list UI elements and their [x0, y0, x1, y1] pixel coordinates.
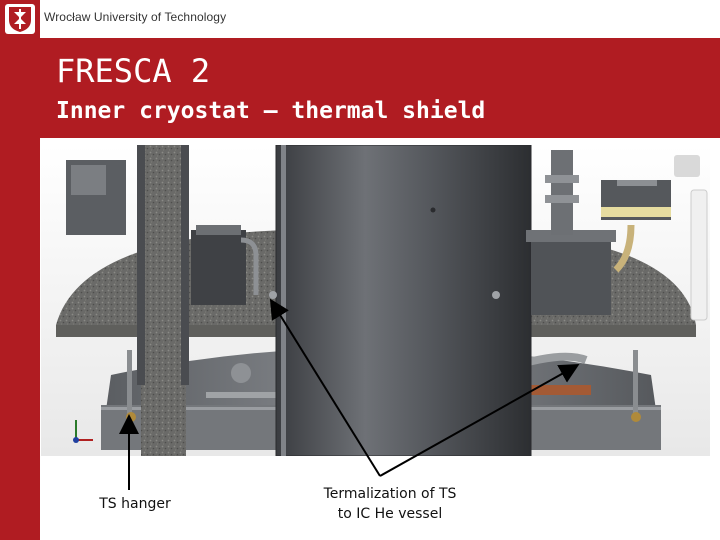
- thermalization-label-line2: to IC He vessel: [337, 506, 443, 522]
- brand-sidebar: [0, 0, 40, 540]
- crest-svg: [9, 7, 31, 32]
- thermalization-caption: Termalization of TS to IC He vessel: [290, 484, 490, 524]
- university-crest-icon: [5, 4, 35, 34]
- ts-hanger-label: TS hanger: [99, 496, 171, 512]
- title-band: [40, 38, 720, 138]
- ts-hanger-caption: TS hanger: [80, 494, 190, 514]
- thermalization-label-line1: Termalization of TS: [323, 486, 457, 502]
- cad-cryostat-image: [41, 145, 710, 456]
- university-name: Wrocław University of Technology: [44, 10, 227, 24]
- slide-title: FRESCA 2: [56, 52, 211, 90]
- university-header-strip: [40, 0, 720, 38]
- slide-subtitle: Inner cryostat – thermal shield: [56, 98, 486, 124]
